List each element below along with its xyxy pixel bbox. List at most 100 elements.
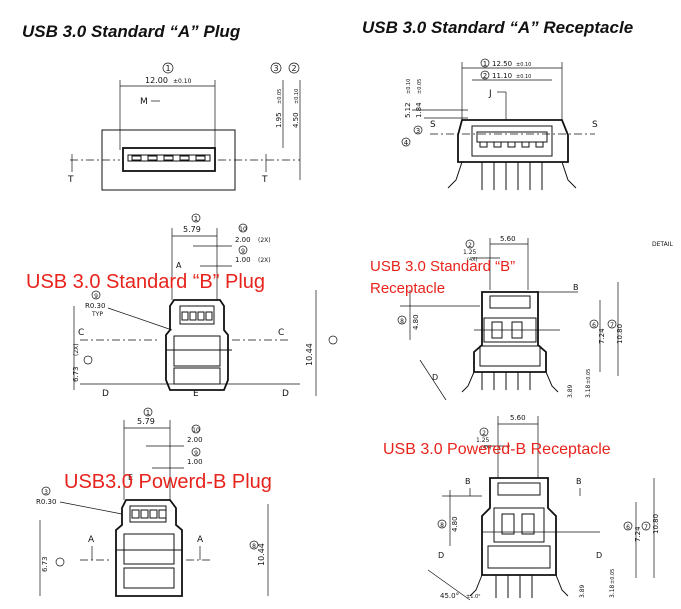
a-rec-callout-4: 4: [404, 139, 409, 147]
pb-plug-dim-height: 6.73: [41, 556, 49, 572]
a-rec-callout-1: 1: [483, 60, 487, 68]
b-rec-dim-b1: 3.89: [567, 384, 574, 398]
b-plug-callout-10: 10: [239, 226, 247, 233]
a-plug-dim-width: 12.00: [145, 76, 168, 85]
pb-rec-dim-1: 1.25: [476, 437, 490, 444]
pb-rec-dim-angle-tol: ±1.0°: [466, 594, 481, 600]
a-rec-dim-v1: 5.12: [404, 102, 412, 118]
b-rec-dim-h2: 7.24: [598, 328, 606, 344]
pb-plug-callout-8: 8: [252, 543, 256, 550]
b-rec-dim-h1: 4.80: [412, 314, 420, 330]
b-plug-datum-a: A: [176, 261, 182, 270]
pb-plug-dim-total: 10.44: [257, 543, 266, 566]
pb-rec-callout-2: 2: [482, 430, 486, 437]
b-rec-dim-b2-tol: ±0.05: [586, 369, 592, 384]
a-plug-datum-m: M: [140, 97, 148, 107]
b-rec-callout-8: 8: [400, 318, 404, 325]
pb-rec-dim-total: 10.80: [652, 514, 660, 534]
pb-rec-dim-angle: 45.0°: [440, 592, 459, 600]
a-plug-dim-2: 4.50: [292, 112, 300, 128]
b-plug-datum-e: E: [193, 389, 199, 399]
pb-plug-dim-2: 2.00: [187, 436, 203, 444]
pb-plug-callout-10: 10: [192, 427, 200, 434]
pb-rec-dim-h1: 4.80: [451, 516, 459, 532]
a-plug-section-t-left: T: [67, 175, 74, 185]
a-rec-callout-3: 3: [416, 127, 420, 135]
a-plug-callout-2: 2: [291, 64, 296, 73]
b-plug-drawing: 1 5.79 10 2.00 (2X) 9 1.00 (2X) A 9 R0.3…: [72, 213, 338, 399]
title-b-receptacle-line2: Receptacle: [370, 280, 446, 297]
pb-rec-datum-d-right: D: [596, 551, 602, 560]
pb-plug-datum-a-left: A: [88, 535, 95, 545]
title-a-plug: USB 3.0 Standard “A” Plug: [22, 22, 241, 41]
b-rec-dim-total: 10.80: [616, 324, 624, 344]
a-rec-dim-inner-tol: ±0.10: [516, 74, 531, 80]
pb-rec-datum-b-right: B: [576, 477, 582, 486]
a-rec-dim-outer-tol: ±0.10: [516, 62, 531, 68]
a-plug-dim-1: 1.95: [275, 112, 283, 128]
a-plug-callout-3: 3: [273, 64, 278, 73]
pb-rec-dim-1-note: (4X): [481, 445, 492, 451]
a-rec-datum-j: J: [488, 89, 492, 99]
a-rec-callout-2: 2: [483, 72, 487, 80]
b-rec-callout-7: 7: [610, 322, 614, 329]
pb-rec-dim-width: 5.60: [510, 414, 526, 422]
a-receptacle-drawing: 1 12.50 ±0.10 2 11.10 ±0.10 J 5.12 ±0.10…: [401, 58, 598, 190]
pb-rec-dim-b2: 3.18: [609, 584, 616, 598]
b-plug-callout-9: 9: [241, 248, 245, 255]
b-plug-datum-d-left: D: [102, 389, 109, 399]
pb-rec-datum-b-left: B: [465, 477, 471, 486]
b-rec-detail-label: DETAIL: [652, 241, 673, 248]
a-plug-drawing: 1 3 2 12.00 ±0.10 M T T 1.95 ±0.05 4.50 …: [67, 62, 301, 191]
a-plug-callout-1: 1: [165, 64, 170, 73]
title-pb-receptacle: USB 3.0 Powered-B Receptacle: [383, 441, 611, 458]
b-plug-dim-height: 6.73: [72, 366, 80, 382]
b-rec-datum-d: D: [432, 373, 438, 382]
title-pb-plug: USB3.0 Powerd-B Plug: [64, 471, 272, 493]
a-plug-dim-width-tol: ±0.10: [173, 78, 192, 85]
b-plug-callout-3: 9: [94, 293, 98, 300]
title-b-receptacle-line1: USB 3.0 Standard “B”: [370, 258, 516, 275]
pb-plug-dim-width: 5.79: [137, 417, 155, 426]
b-rec-dim-b2: 3.18: [585, 384, 592, 398]
b-plug-dim-3-note: (2X): [258, 257, 271, 264]
b-plug-radius: R0.30: [85, 302, 105, 310]
pb-plug-callout-1: 1: [146, 409, 150, 417]
b-plug-datum-c-right: C: [278, 328, 284, 338]
b-receptacle-drawing: DETAIL 2 1.25 (4X) 5.60 B 8 4.80 7.24 10…: [397, 235, 673, 401]
b-rec-callout-2: 2: [468, 242, 472, 249]
b-rec-callout-6: 6: [592, 322, 596, 329]
pb-plug-callout-9: 9: [194, 450, 198, 457]
b-plug-callout-1: 1: [194, 215, 198, 223]
pb-rec-callout-6: 6: [626, 524, 630, 531]
pb-rec-callout-8: 8: [440, 522, 444, 529]
a-rec-section-s-left: S: [430, 120, 436, 130]
a-rec-dim-v1-tol: ±0.10: [406, 79, 412, 94]
pb-plug-dim-3: 1.00: [187, 458, 203, 466]
pb-rec-dim-h2: 7.24: [634, 526, 642, 542]
pb-plug-drawing: 1 5.79 10 2.00 9 1.00 E 3 R0.30 A A 6.73: [36, 407, 269, 597]
a-plug-section-t-right: T: [261, 175, 268, 185]
pb-rec-callout-7: 7: [644, 524, 648, 531]
a-plug-dim-2-tol: ±0.10: [294, 89, 300, 104]
a-rec-dim-inner: 11.10: [492, 72, 512, 80]
b-plug-dim-3: 1.00: [235, 256, 251, 264]
b-plug-dim-total: 10.44: [305, 343, 314, 366]
b-plug-dim-width: 5.79: [183, 225, 201, 234]
b-rec-dim-1-note: (4X): [467, 257, 478, 263]
b-rec-dim-1: 1.25: [463, 249, 477, 256]
b-rec-datum-b: B: [573, 283, 579, 292]
title-b-plug: USB 3.0 Standard “B” Plug: [26, 271, 266, 293]
b-plug-datum-d-right: D: [282, 389, 289, 399]
b-plug-radius-note: TYP: [91, 311, 103, 318]
pb-rec-datum-d-left: D: [438, 551, 444, 560]
pb-receptacle-drawing: 5.60 2 1.25 (4X) B B 8 4.80 7.24 10.80 6…: [427, 414, 660, 601]
a-rec-dim-v2-tol: ±0.05: [417, 79, 423, 94]
pb-plug-datum-a-right: A: [197, 535, 204, 545]
b-plug-datum-c-left: C: [78, 328, 84, 338]
a-plug-dim-1-tol: ±0.05: [277, 89, 283, 104]
b-plug-dim-height-note: (2X): [73, 343, 80, 356]
pb-plug-callout-3: 3: [44, 489, 48, 496]
pb-rec-dim-b2-tol: ±0.05: [610, 569, 616, 584]
